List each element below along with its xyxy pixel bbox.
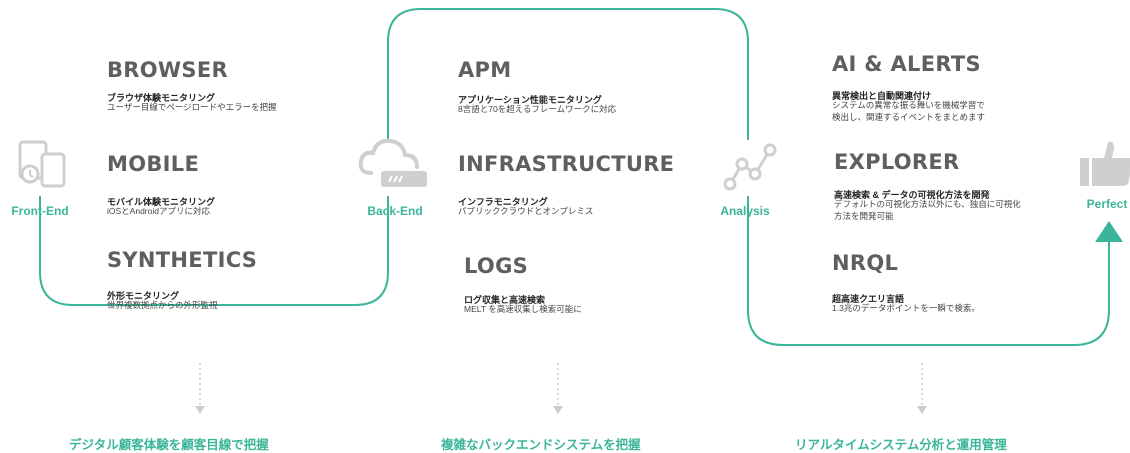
- section-desc-nrql: 1.3兆のデータポイントを一瞬で検索。: [832, 303, 980, 313]
- section-title-browser: BROWSER: [107, 58, 228, 82]
- section-desc-infrastructure: パブリッククラウドとオンプレミス: [458, 206, 594, 216]
- section-title-nrql: NRQL: [832, 251, 899, 275]
- section-desc-explorer-2: 方法を開発可能: [834, 211, 894, 221]
- section-desc-apm: 8言語と70を超えるフレームワークに対応: [458, 104, 617, 114]
- section-desc-mobile: iOSとAndroidアプリに対応: [107, 206, 210, 216]
- caption-center: 複雑なバックエンドシステムを把握: [441, 438, 641, 452]
- section-title-infrastructure: INFRASTRUCTURE: [458, 152, 675, 176]
- section-desc-ai-alerts-1: システムの異常な振る舞いを機械学習で: [832, 100, 985, 110]
- section-title-mobile: MOBILE: [107, 152, 200, 176]
- section-sub-infrastructure: インフラモニタリング: [458, 197, 548, 207]
- node-backend: Back-End: [367, 204, 423, 218]
- arrow-up-icon: [1095, 221, 1123, 242]
- caption-right: リアルタイムシステム分析と運用管理: [795, 438, 1007, 452]
- section-title-ai-alerts: AI & ALERTS: [832, 52, 981, 76]
- section-sub-mobile: モバイル体験モニタリング: [107, 197, 216, 207]
- section-sub-explorer: 高速検索 & データの可視化方法を開発: [834, 190, 990, 200]
- cloud-server-icon: [358, 138, 427, 187]
- section-title-explorer: EXPLORER: [834, 150, 960, 174]
- section-desc-synthetics: 世界複数拠点からの外形監視: [107, 300, 218, 310]
- dotted-arrow-center: [553, 406, 563, 414]
- thumbs-up-icon: [1080, 141, 1130, 186]
- node-perfect: Perfect: [1086, 197, 1128, 211]
- section-title-apm: APM: [458, 58, 512, 82]
- analytics-icon: [723, 143, 777, 191]
- section-title-logs: LOGS: [464, 254, 529, 278]
- section-desc-logs: MELT を高速収集し検索可能に: [464, 304, 582, 314]
- section-desc-browser: ユーザー目線でページロードやエラーを把握: [107, 102, 277, 112]
- section-desc-explorer-1: デフォルトの可視化方法以外にも、独自に可視化: [834, 199, 1021, 209]
- dotted-arrow-left: [195, 406, 205, 414]
- section-sub-apm: アプリケーション性能モニタリング: [458, 95, 602, 105]
- section-sub-browser: ブラウザ体験モニタリング: [107, 93, 216, 103]
- node-frontend: Front-End: [11, 204, 69, 218]
- section-sub-synthetics: 外形モニタリング: [107, 291, 180, 301]
- section-title-synthetics: SYNTHETICS: [107, 248, 258, 272]
- section-sub-nrql: 超高速クエリ言語: [832, 294, 905, 304]
- section-sub-logs: ログ収集と高速検索: [464, 295, 546, 305]
- dotted-arrow-right: [917, 406, 927, 414]
- devices-icon: [18, 140, 66, 188]
- section-desc-ai-alerts-2: 検出し、関連するイベントをまとめます: [832, 112, 986, 122]
- caption-left: デジタル顧客体験を顧客目線で把握: [69, 438, 269, 452]
- node-analysis: Analysis: [720, 204, 770, 218]
- section-sub-ai-alerts: 異常検出と自動関連付け: [832, 91, 932, 101]
